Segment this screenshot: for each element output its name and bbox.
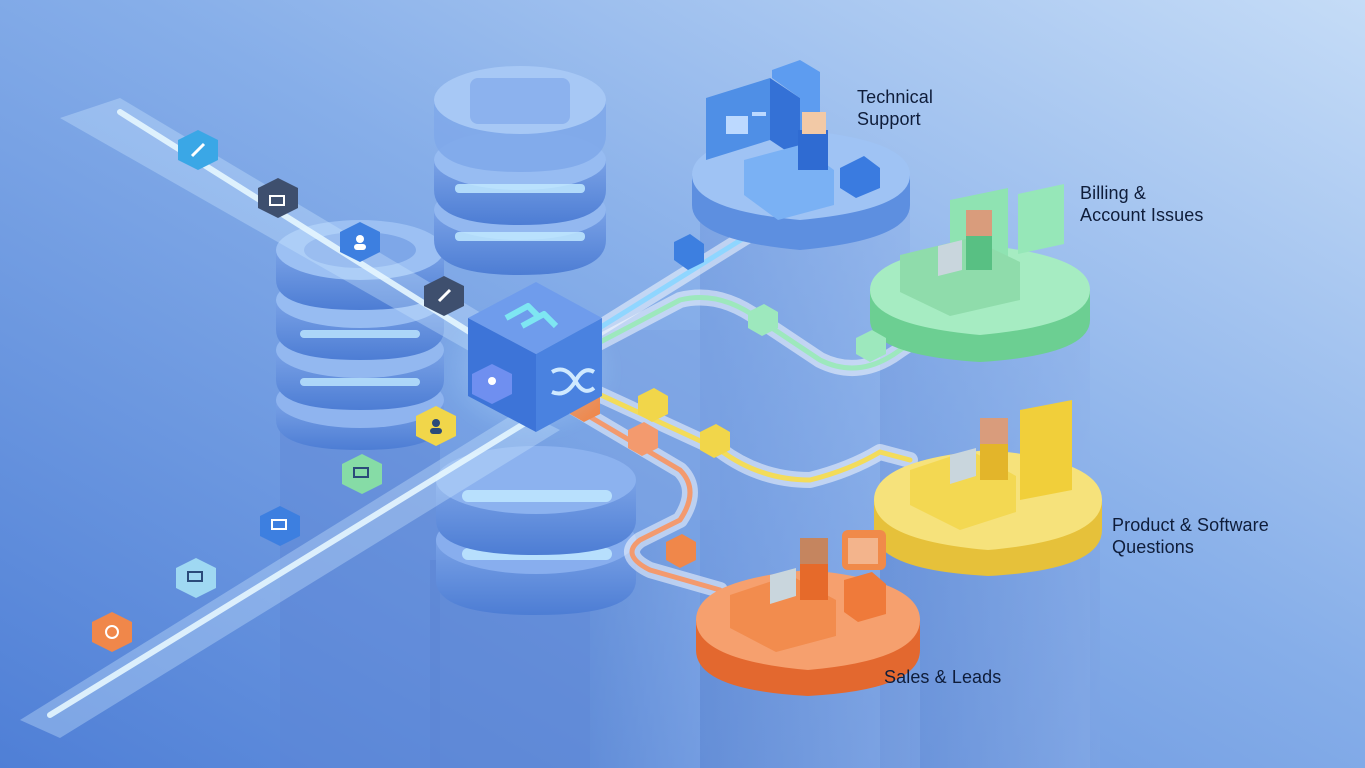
- ticket-3: [260, 506, 300, 546]
- ticket-product-2: [700, 424, 730, 458]
- ticket-technical: [674, 234, 704, 270]
- ticket-billing-1: [748, 304, 778, 336]
- person-monitor-icon: [269, 195, 285, 206]
- ticket-sales-2: [628, 422, 658, 456]
- gear-icon: [105, 625, 119, 639]
- monitor-icon: [271, 519, 287, 530]
- ticket-6: [472, 364, 512, 404]
- person-wrench-icon: [488, 377, 496, 385]
- ticket-2: [176, 558, 216, 598]
- label-billing-account-issues: Billing & Account Issues: [1080, 183, 1204, 225]
- ticket-8: [340, 222, 380, 262]
- monitor-icon: [353, 467, 369, 478]
- ticket-5: [416, 406, 456, 446]
- ticket-9: [258, 178, 298, 218]
- monitor-wrench-icon: [187, 571, 203, 582]
- ticket-4: [342, 454, 382, 494]
- label-sales-leads: Sales & Leads: [884, 667, 1002, 687]
- ticket-billing-2: [856, 330, 886, 362]
- person-icon: [432, 419, 440, 427]
- platform-product: [874, 400, 1102, 576]
- routing-paths: [562, 220, 938, 598]
- ticket-product-1: [638, 388, 668, 422]
- platform-technical-support: [692, 60, 910, 250]
- incoming-ticket-queue: [92, 130, 512, 652]
- person-icon: [356, 235, 364, 243]
- front-server-stack: [436, 446, 636, 615]
- ticket-sales-3: [666, 534, 696, 568]
- back-server-stack: [434, 66, 606, 275]
- chevron-right-icon: [504, 303, 559, 329]
- shuffle-icon: [551, 367, 596, 396]
- label-product-software-questions: Product & Software Questions: [1112, 515, 1269, 557]
- ticket-1: [92, 612, 132, 652]
- wrench-icon: [190, 142, 206, 158]
- router-cube: [440, 282, 620, 440]
- left-server-stack: [276, 220, 444, 450]
- label-technical-support: Technical Support: [857, 87, 933, 129]
- ticket-7: [424, 276, 464, 316]
- ticket-10: [178, 130, 218, 170]
- platform-billing: [870, 184, 1090, 362]
- platform-sales: [696, 530, 920, 696]
- gear-wrench-icon: [437, 288, 452, 303]
